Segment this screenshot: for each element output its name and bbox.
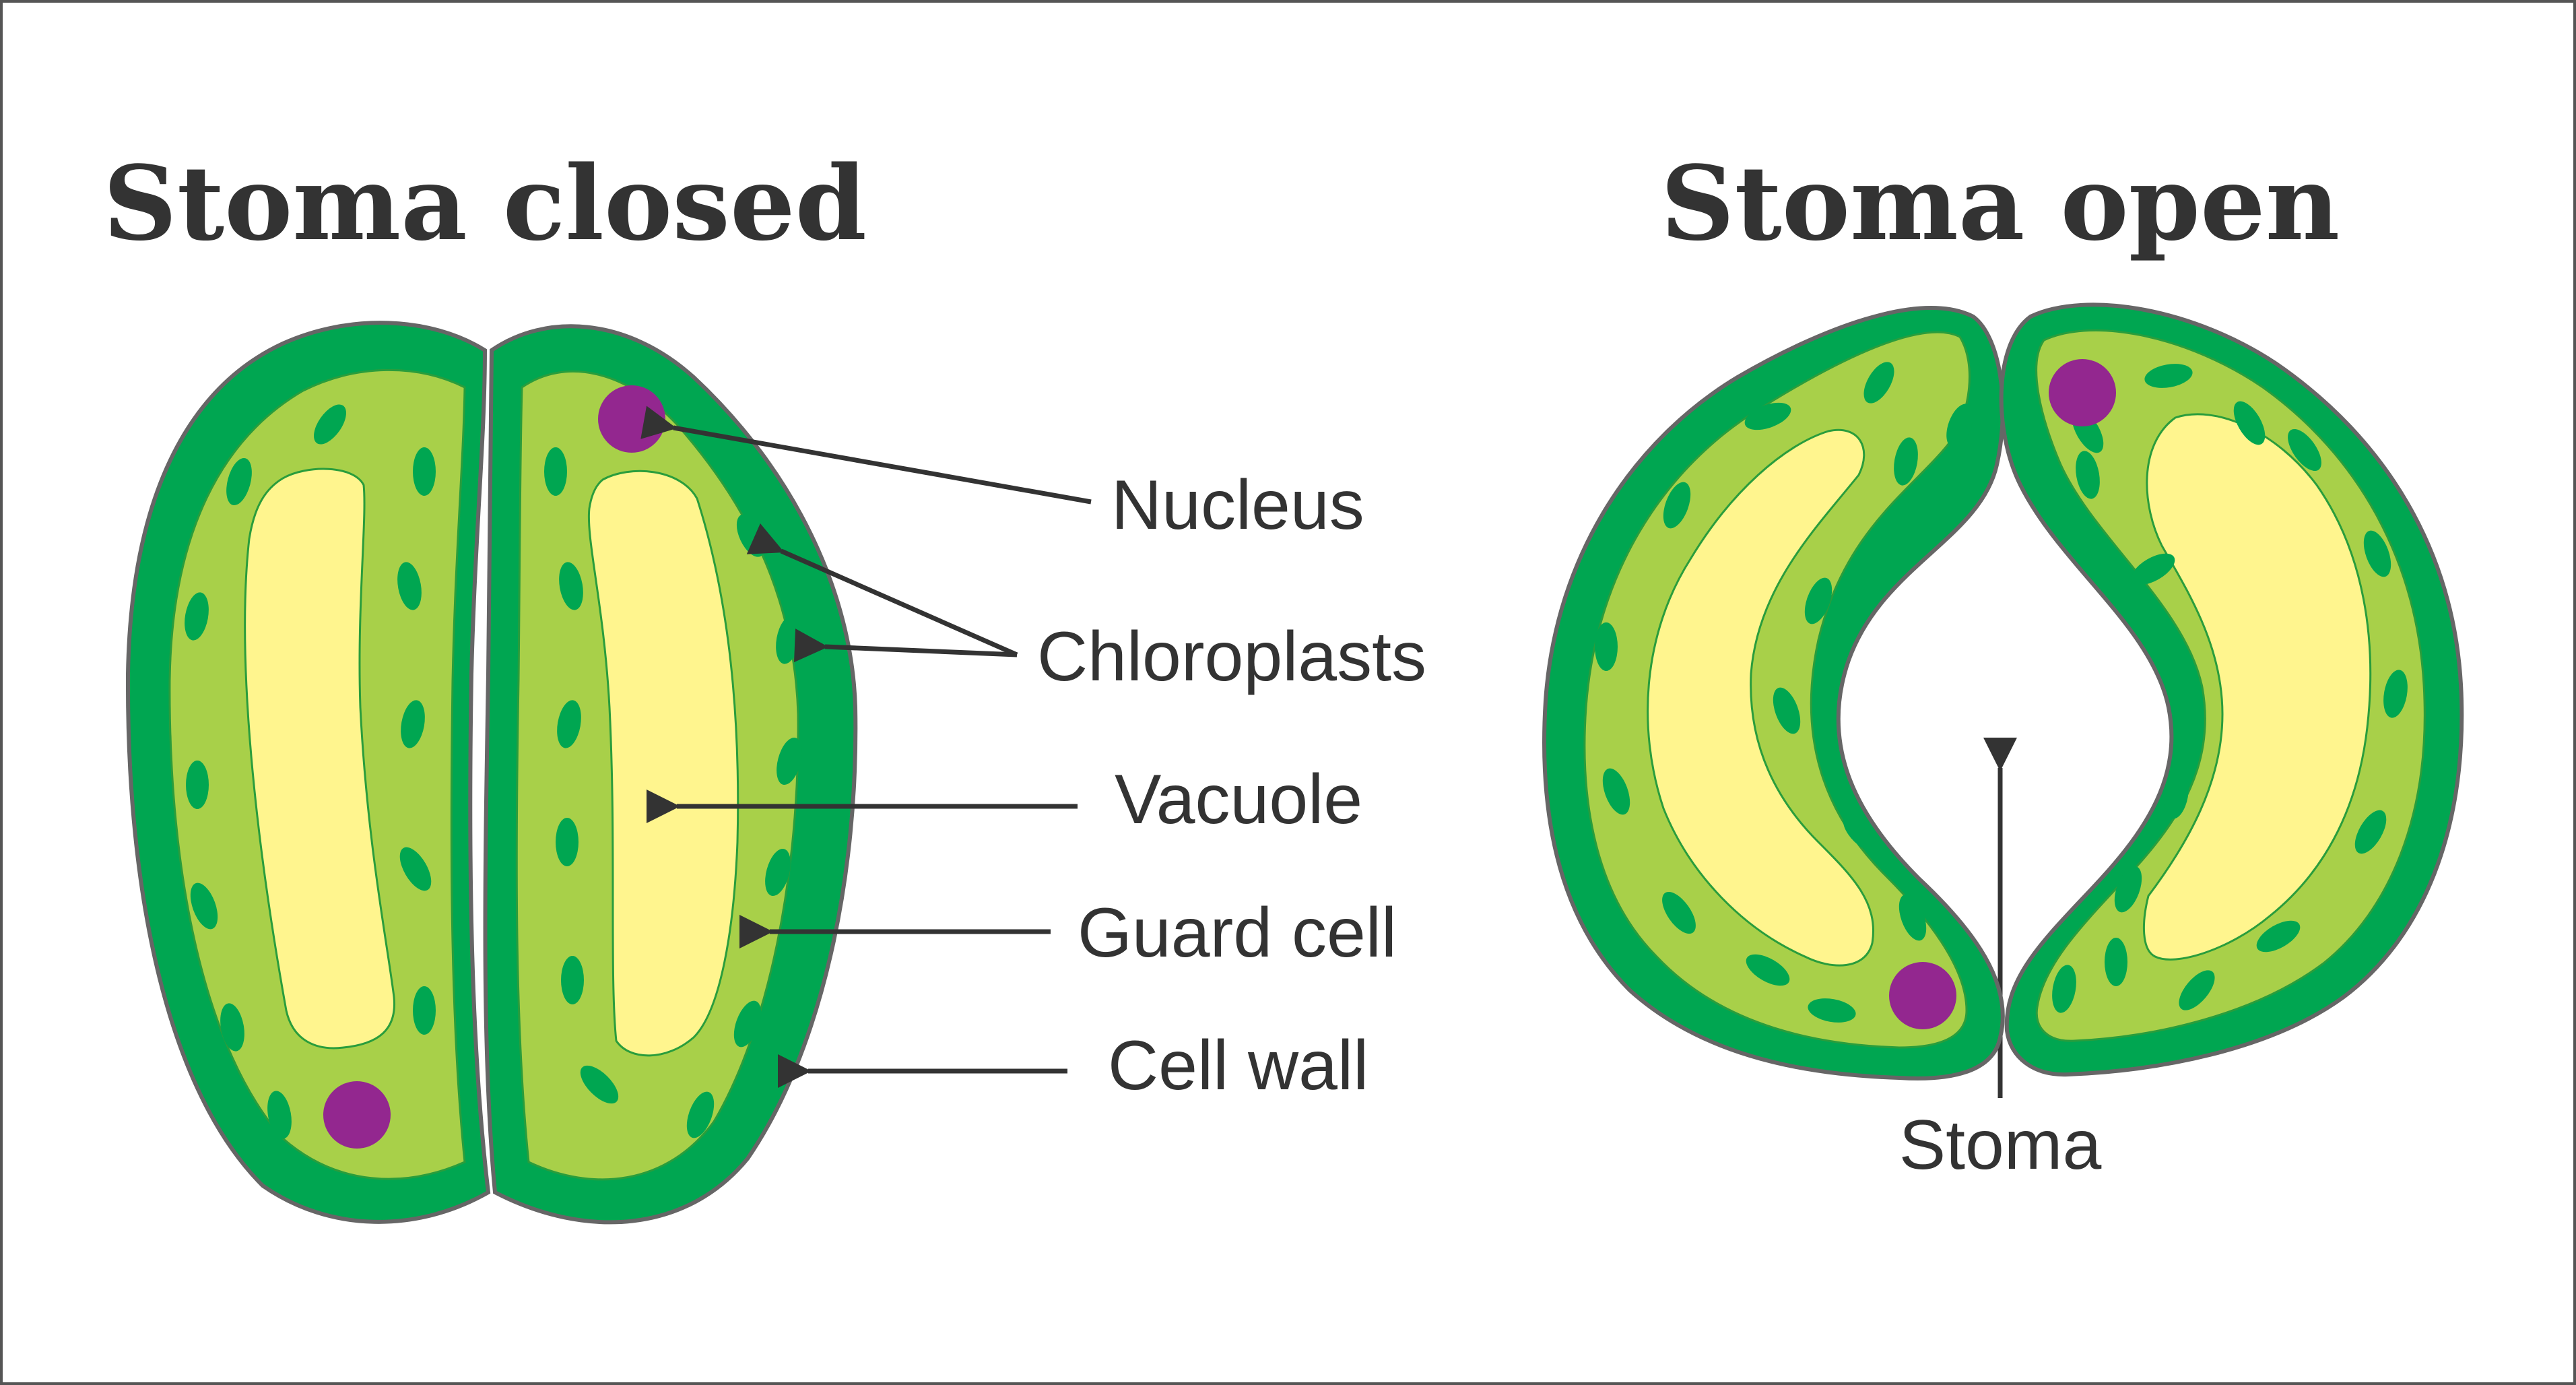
chloroplast [2165, 771, 2189, 819]
chloroplast [413, 986, 436, 1035]
labels: Nucleus Chloroplasts Vacuole Guard cell … [1037, 466, 2101, 1184]
annotation-arrows [640, 406, 2017, 1098]
chloroplast [1894, 437, 1918, 486]
chloroplast [2105, 938, 2127, 986]
chloroplast [1744, 402, 1791, 430]
label-chloroplasts: Chloroplasts [1037, 618, 1426, 696]
arrow-chloroplast-1 [746, 523, 1018, 657]
chloroplast [1746, 954, 1790, 986]
chloroplast [267, 1091, 292, 1139]
vacuole-right-open [2143, 413, 2372, 961]
chloroplast [559, 562, 583, 610]
chloroplast [2354, 810, 2387, 854]
chloroplast [733, 1000, 762, 1048]
chloroplast [557, 700, 581, 748]
chloroplast [1663, 482, 1691, 529]
chloroplast [561, 956, 584, 1004]
guard-cell-left-open [1542, 306, 2005, 1081]
chloroplast [580, 1065, 619, 1104]
chloroplast [2179, 970, 2215, 1010]
chloroplast [544, 447, 567, 496]
title-stoma-open: Stoma open [1661, 143, 2340, 263]
chloroplast [1773, 687, 1801, 734]
chloroplasts-right-closed [544, 447, 802, 1138]
guard-cell-left-closed [125, 321, 491, 1224]
title-stoma-closed: Stoma closed [103, 143, 867, 263]
guard-cell-right-open [1999, 302, 2464, 1077]
chloroplast [2363, 530, 2391, 577]
closed-stoma [125, 321, 858, 1225]
chloroplast [777, 737, 802, 785]
chloroplast [2383, 670, 2408, 718]
chloroplast [1602, 768, 1630, 815]
label-vacuole: Vacuole [1115, 761, 1362, 839]
nucleus-right-closed [598, 385, 665, 453]
chloroplast [1662, 891, 1696, 934]
chloroplasts-left-open [1595, 362, 1973, 1023]
chloroplast [2131, 553, 2175, 585]
chloroplast [1804, 577, 1832, 624]
nucleus-left-open [1889, 962, 1956, 1029]
chloroplast [399, 847, 432, 891]
chloroplast [220, 1003, 244, 1052]
chloroplast [1946, 404, 1973, 448]
nucleus-left-closed [323, 1081, 391, 1149]
chloroplast [413, 447, 436, 496]
vacuole-right-closed [587, 470, 739, 1057]
nucleus-right-open [2049, 359, 2116, 426]
chloroplast [2256, 920, 2301, 953]
chloroplast [1595, 622, 1618, 671]
chloroplast [2076, 451, 2100, 499]
chloroplast [2288, 428, 2321, 472]
chloroplast [686, 1091, 715, 1138]
chloroplast [1863, 362, 1894, 404]
chloroplast [2144, 364, 2193, 388]
chloroplast [401, 700, 425, 748]
chloroplasts-right-open [2052, 364, 2408, 1013]
label-nucleus: Nucleus [1111, 466, 1364, 544]
chloroplast [556, 818, 579, 866]
vacuole-left-closed [244, 468, 396, 1050]
chloroplasts-left-closed [185, 404, 436, 1139]
chloroplast [765, 848, 791, 897]
label-stoma: Stoma [1899, 1106, 2102, 1184]
chloroplast [2114, 866, 2142, 913]
label-guard-cell: Guard cell [1078, 894, 1397, 972]
chloroplast [776, 616, 800, 664]
chloroplast [2233, 401, 2266, 445]
chloroplast [1808, 998, 1856, 1023]
chloroplast [186, 761, 209, 809]
chloroplast [1843, 814, 1882, 853]
chloroplast [397, 562, 422, 610]
arrow-nucleus [640, 406, 1092, 505]
vacuole-left-open [1647, 428, 1874, 967]
open-stoma [1542, 302, 2464, 1081]
chloroplast [226, 457, 252, 506]
chloroplast [1898, 894, 1927, 941]
chloroplast [190, 882, 218, 930]
chloroplast [314, 404, 346, 445]
chloroplast [2052, 965, 2076, 1013]
label-cell-wall: Cell wall [1108, 1027, 1368, 1105]
chloroplast [185, 592, 209, 641]
arrow-chloroplast-2 [793, 629, 1018, 663]
